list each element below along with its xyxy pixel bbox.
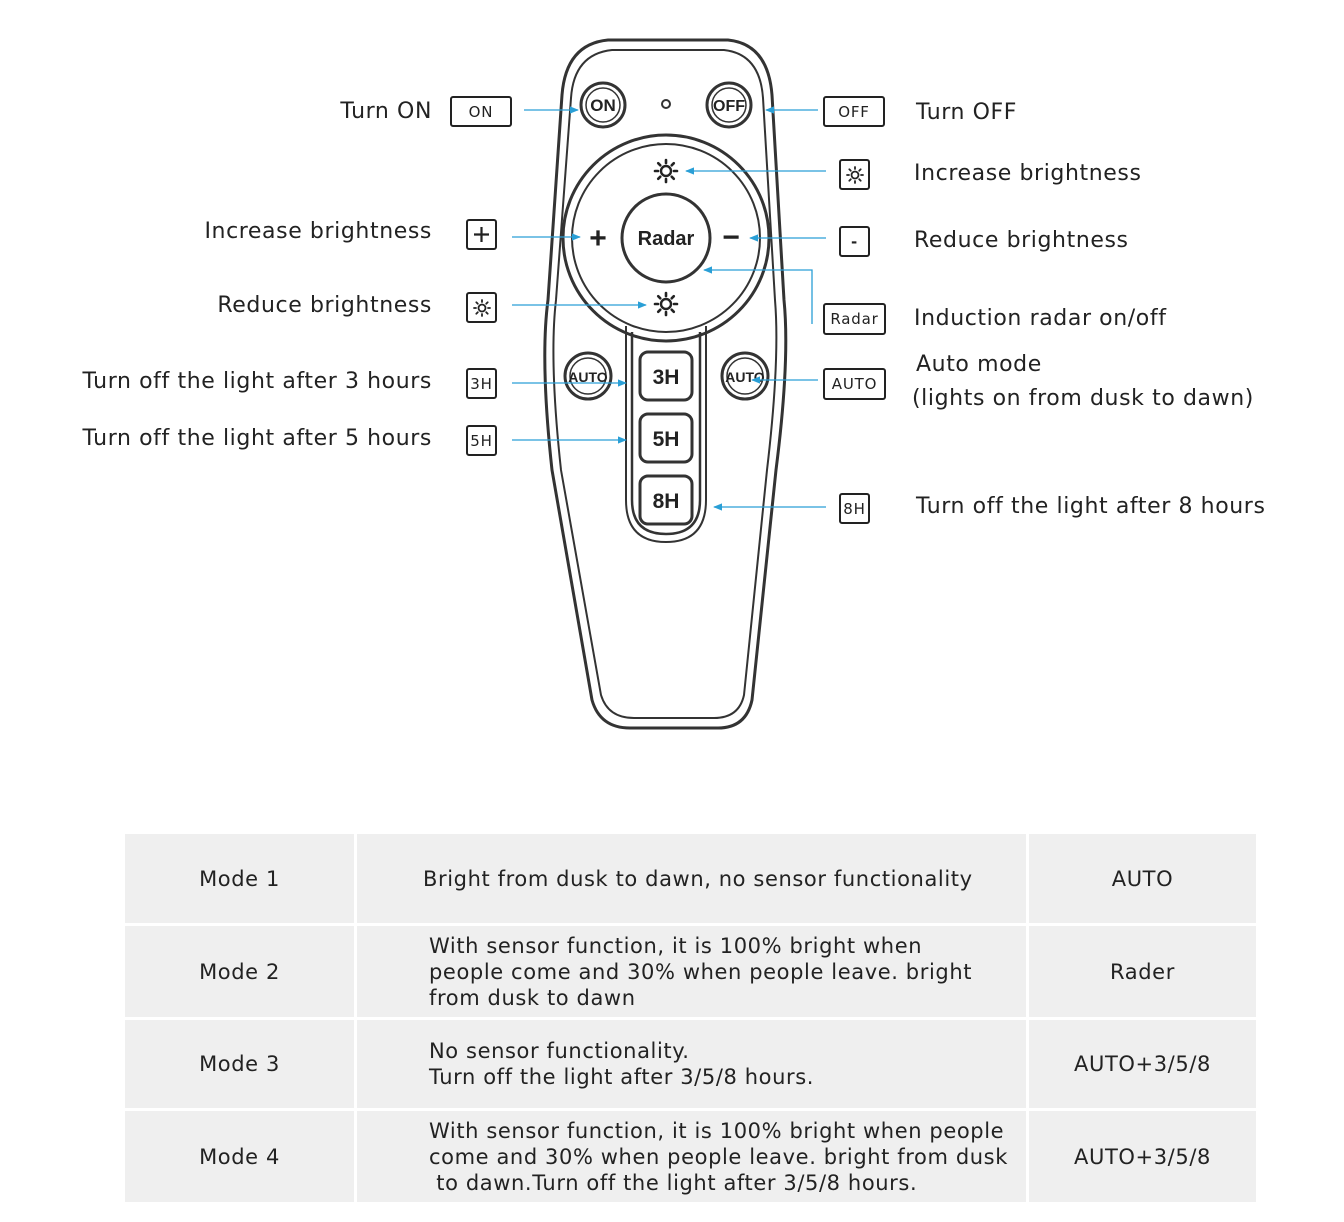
svg-text:ON: ON	[590, 96, 616, 115]
label-reduce-brightness-minus: Reduce brightness	[914, 228, 1129, 253]
svg-text:AUTO: AUTO	[725, 369, 765, 385]
mode-description: Bright from dusk to dawn, no sensor func…	[357, 834, 1029, 926]
auto-right-button[interactable]: AUTO	[720, 351, 770, 401]
key-on: ON	[450, 96, 512, 127]
label-increase-brightness-plus: Increase brightness	[204, 219, 432, 244]
label-turn-off: Turn OFF	[916, 100, 1018, 125]
label-radar: Induction radar on/off	[914, 306, 1167, 331]
sun-icon	[845, 165, 864, 184]
svg-text:5H: 5H	[653, 428, 680, 451]
auto-left-button[interactable]: AUTO	[563, 351, 613, 401]
plus-button[interactable]: +	[589, 222, 607, 255]
remote-body-outer	[543, 38, 788, 730]
key-sun-bottom	[466, 292, 497, 323]
svg-text:3H: 3H	[653, 366, 680, 389]
mode-setting: Rader	[1029, 926, 1256, 1020]
table-row: Mode 1 Bright from dusk to dawn, no sens…	[125, 834, 1256, 926]
mode-description-line: With sensor function, it is 100% bright …	[429, 1118, 1005, 1143]
key-minus: -	[839, 226, 870, 257]
modes-table: Mode 1 Bright from dusk to dawn, no sens…	[125, 834, 1256, 1202]
mode-description-line: With sensor function, it is 100% bright …	[429, 933, 923, 958]
label-increase-brightness-sun: Increase brightness	[914, 161, 1142, 186]
sun-icon	[472, 298, 491, 317]
svg-text:8H: 8H	[653, 490, 680, 513]
timer-column	[630, 332, 702, 536]
table-row: Mode 4 With sensor function, it is 100% …	[125, 1111, 1256, 1202]
mode-name: Mode 2	[125, 926, 357, 1020]
timer-column-inner	[625, 326, 707, 544]
remote-body-inner	[552, 49, 778, 719]
mode-description-line: from dusk to dawn	[429, 985, 636, 1010]
label-timer-8h: Turn off the light after 8 hours	[916, 494, 1266, 519]
mode-name: Mode 3	[125, 1020, 357, 1111]
svg-text:Radar: Radar	[638, 228, 695, 250]
timer-3h-button[interactable]: 3H	[638, 350, 694, 402]
label-turn-on: Turn ON	[340, 99, 432, 124]
mode-description-line: Turn off the light after 3/5/8 hours.	[429, 1065, 815, 1089]
key-plus	[466, 219, 497, 250]
label-auto-mode: Auto mode	[916, 352, 1042, 377]
label-timer-3h: Turn off the light after 3 hours	[82, 369, 432, 394]
mode-setting: AUTO+3/5/8	[1029, 1111, 1256, 1202]
mode-description-line: No sensor functionality.	[429, 1039, 690, 1063]
table-row: Mode 2 With sensor function, it is 100% …	[125, 926, 1256, 1020]
mode-name: Mode 4	[125, 1111, 357, 1202]
key-sun-top	[839, 159, 870, 190]
key-off: OFF	[823, 96, 885, 127]
mode-setting: AUTO	[1029, 834, 1256, 926]
remote-diagram: ON OFF + − Radar AUTO AUTO 3H 5H 8H	[512, 38, 826, 730]
key-8h: 8H	[839, 493, 870, 524]
mode-description: With sensor function, it is 100% bright …	[357, 926, 1029, 1020]
plus-icon	[474, 227, 489, 242]
key-3h: 3H	[466, 368, 497, 399]
indicator-led	[661, 99, 671, 109]
mode-setting: AUTO+3/5/8	[1029, 1020, 1256, 1111]
off-button[interactable]: OFF	[705, 81, 753, 129]
label-timer-5h: Turn off the light after 5 hours	[82, 426, 432, 451]
brightness-up-sun-icon[interactable]	[653, 158, 679, 184]
brightness-down-sun-icon[interactable]	[653, 291, 679, 317]
on-button[interactable]: ON	[579, 81, 627, 129]
mode-description-line: people come and 30% when people leave. b…	[429, 959, 973, 984]
mode-description-line: Bright from dusk to dawn, no sensor func…	[423, 866, 973, 891]
table-row: Mode 3 No sensor functionality. Turn off…	[125, 1020, 1256, 1111]
minus-button[interactable]: −	[722, 221, 740, 254]
mode-name: Mode 1	[125, 834, 357, 926]
radar-button[interactable]: Radar	[620, 192, 712, 284]
label-reduce-brightness-sun: Reduce brightness	[217, 293, 432, 318]
mode-description-line: to dawn.Turn off the light after 3/5/8 h…	[429, 1170, 918, 1195]
timer-5h-button[interactable]: 5H	[638, 412, 694, 464]
label-auto-mode-sub: (lights on from dusk to dawn)	[912, 386, 1254, 411]
mode-description-line: come and 30% when people leave. bright f…	[429, 1144, 1008, 1169]
mode-description: No sensor functionality. Turn off the li…	[357, 1020, 1029, 1111]
svg-text:AUTO: AUTO	[568, 369, 608, 385]
arrow-radar	[703, 266, 813, 324]
key-auto: AUTO	[823, 368, 886, 400]
svg-text:OFF: OFF	[713, 98, 745, 115]
key-5h: 5H	[466, 425, 497, 456]
timer-8h-button[interactable]: 8H	[638, 474, 694, 526]
mode-description: With sensor function, it is 100% bright …	[357, 1111, 1029, 1202]
key-radar: Radar	[823, 303, 886, 335]
